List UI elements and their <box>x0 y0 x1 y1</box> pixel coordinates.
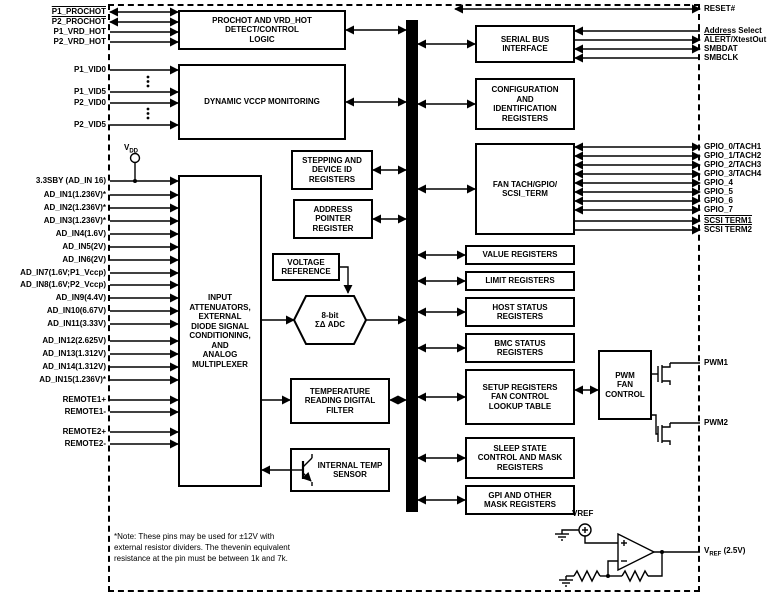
block-dynamic-vccp-monitoring: DYNAMIC VCCP MONITORING <box>178 64 346 140</box>
footnote: *Note: These pins may be used for ±12V w… <box>114 532 290 563</box>
pin-gpio6: GPIO_6 <box>704 196 733 205</box>
block-sleep-state-registers: SLEEP STATE CONTROL AND MASK REGISTERS <box>465 437 575 479</box>
block-limit-registers: LIMIT REGISTERS <box>465 271 575 291</box>
pin-ad-in10: AD_IN10(6.67V) <box>46 306 106 315</box>
pin-ad-in9: AD_IN9(4.4V) <box>55 293 106 302</box>
pin-p1-prochot: P1_PROCHOT <box>51 7 106 16</box>
pin-ad-in8: AD_IN8(1.6V;P2_Vccp) <box>20 280 106 289</box>
pin-smbdat: SMBDAT <box>704 44 738 53</box>
block-internal-temp-sensor: INTERNAL TEMP SENSOR <box>290 448 390 492</box>
pin-scsi-term1: SCSI TERM1 <box>704 216 753 225</box>
pin-remote2-plus: REMOTE2+ <box>62 427 106 436</box>
block-prochot-vrdhot-logic: PROCHOT AND VRD_HOT DETECT/CONTROL LOGIC <box>178 10 346 50</box>
vref-node-label: VREF <box>572 509 594 518</box>
vref-v: V <box>704 546 710 555</box>
pin-ad-in15: AD_IN15(1.236V)* <box>39 375 106 384</box>
pin-ad-in5: AD_IN5(2V) <box>62 242 106 251</box>
vdd-label: VDD <box>124 143 138 155</box>
pin-ad-in14: AD_IN14(1.312V) <box>42 362 106 371</box>
pin-pwm1: PWM1 <box>704 358 728 367</box>
vref-sub: REF <box>709 551 722 558</box>
pin-scsi-term2: SCSI TERM2 <box>704 225 753 234</box>
block-gpi-mask-registers: GPI AND OTHER MASK REGISTERS <box>465 485 575 515</box>
pin-pwm2: PWM2 <box>704 418 728 427</box>
pin-remote2-minus: REMOTE2- <box>64 439 106 448</box>
pin-remote1-plus: REMOTE1+ <box>62 395 106 404</box>
pin-vref-output: VREF (2.5V) <box>704 546 745 560</box>
alert-rest: /XtestOut <box>730 35 767 44</box>
block-bmc-status-registers: BMC STATUS REGISTERS <box>465 333 575 363</box>
block-serial-bus-interface: SERIAL BUS INTERFACE <box>475 25 575 63</box>
pin-gpio2-tach3: GPIO_2/TACH3 <box>704 160 762 169</box>
pin-gpio5: GPIO_5 <box>704 187 733 196</box>
pin-ad-in6: AD_IN6(2V) <box>62 255 106 264</box>
pin-ad-in7: AD_IN7(1.6V;P1_Vccp) <box>20 268 106 277</box>
vdd-v: V <box>124 143 130 152</box>
pin-address-select: Address Select <box>704 26 762 35</box>
pin-reset: RESET# <box>704 4 736 13</box>
pin-ad-in3: AD_IN3(1.236V)* <box>43 216 106 225</box>
pin-3p3sby: 3.3SBY (AD_IN 16) <box>35 176 106 185</box>
block-temperature-filter: TEMPERATURE READING DIGITAL FILTER <box>290 378 390 424</box>
pin-p2-vid5: P2_VID5 <box>73 120 106 129</box>
pin-remote1-minus: REMOTE1- <box>64 407 106 416</box>
pin-smbclk: SMBCLK <box>704 53 739 62</box>
pin-ad-in1: AD_IN1(1.236V)* <box>43 190 106 199</box>
alert-overlined: ALERT <box>704 35 731 44</box>
block-fan-tach-gpio: FAN TACH/GPIO/ SCSI_TERM <box>475 143 575 235</box>
block-stepping-device-id: STEPPING AND DEVICE ID REGISTERS <box>291 150 373 190</box>
block-voltage-reference: VOLTAGE REFERENCE <box>272 253 340 281</box>
pin-p1-vrd-hot: P1_VRD_HOT <box>53 27 106 36</box>
block-config-id-registers: CONFIGURATION AND IDENTIFICATION REGISTE… <box>475 78 575 130</box>
block-setup-registers: SETUP REGISTERS FAN CONTROL LOOKUP TABLE <box>465 369 575 425</box>
pin-p2-prochot: P2_PROCHOT <box>51 17 106 26</box>
block-host-status-registers: HOST STATUS REGISTERS <box>465 297 575 327</box>
pin-ad-in4: AD_IN4(1.6V) <box>55 229 106 238</box>
pin-alert-xtestout: ALERT/XtestOut <box>704 35 766 45</box>
pin-p1-vid0: P1_VID0 <box>73 65 106 74</box>
block-input-attenuators-mux: INPUT ATTENUATORS, EXTERNAL DIODE SIGNAL… <box>178 175 262 487</box>
vref-rest: (2.5V) <box>721 546 746 555</box>
pin-gpio7: GPIO_7 <box>704 205 733 214</box>
pin-gpio4: GPIO_4 <box>704 178 733 187</box>
pin-p1-vid5: P1_VID5 <box>73 87 106 96</box>
pin-gpio3-tach4: GPIO_3/TACH4 <box>704 169 762 178</box>
block-address-pointer: ADDRESS POINTER REGISTER <box>293 199 373 239</box>
pin-gpio1-tach2: GPIO_1/TACH2 <box>704 151 762 160</box>
chip-boundary <box>108 4 700 592</box>
pin-ad-in2: AD_IN2(1.236V)* <box>43 203 106 212</box>
block-value-registers: VALUE REGISTERS <box>465 245 575 265</box>
block-adc-label: 8-bit ΣΔ ADC <box>314 310 346 330</box>
pin-ad-in11: AD_IN11(3.33V) <box>47 319 106 328</box>
block-pwm-fan-control: PWM FAN CONTROL <box>598 350 652 420</box>
pin-ad-in12: AD_IN12(2.625V) <box>42 336 106 345</box>
pin-gpio0-tach1: GPIO_0/TACH1 <box>704 142 762 151</box>
pin-ad-in13: AD_IN13(1.312V) <box>42 349 106 358</box>
pin-p2-vrd-hot: P2_VRD_HOT <box>53 37 106 46</box>
vdd-sub: DD <box>129 148 139 155</box>
pin-p2-vid0: P2_VID0 <box>73 98 106 107</box>
